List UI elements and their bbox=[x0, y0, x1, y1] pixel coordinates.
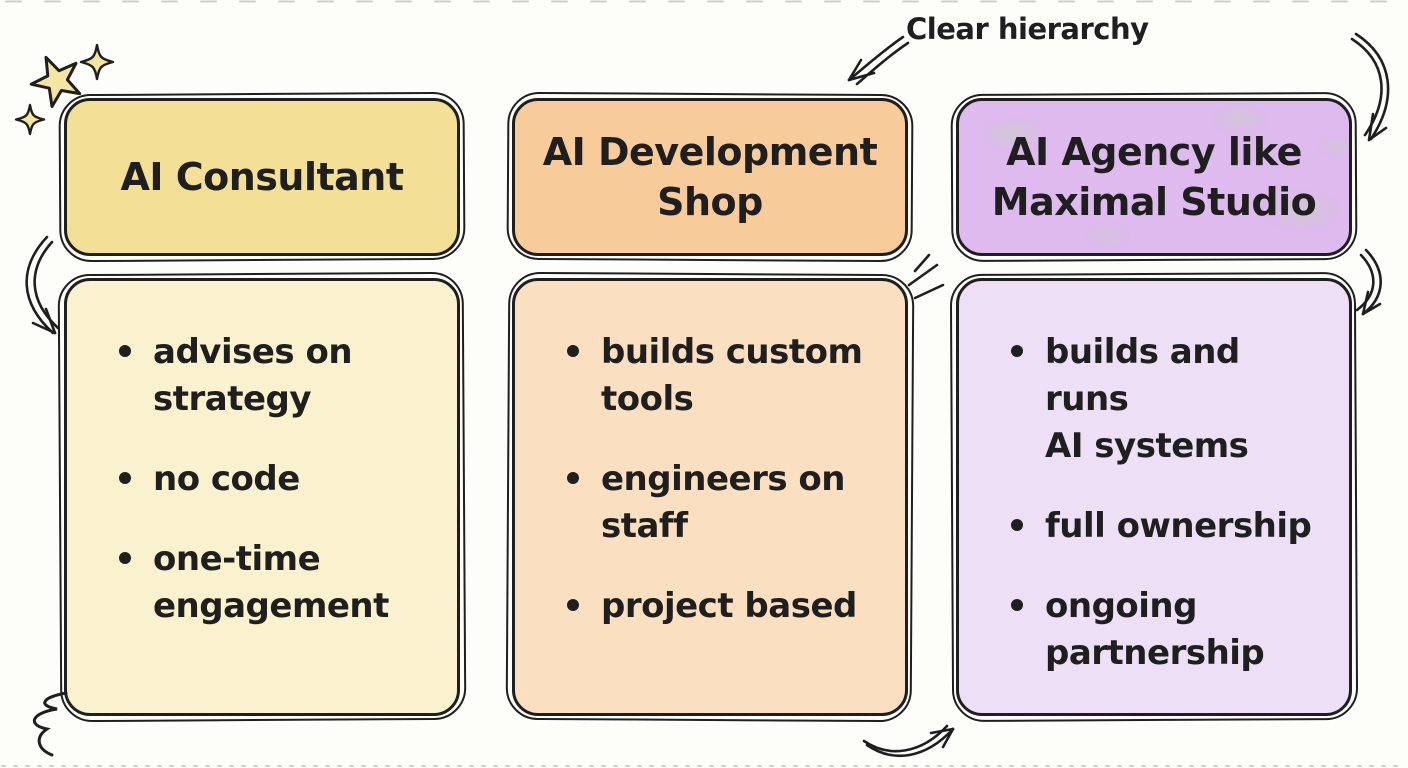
top-right-arrow-icon bbox=[1350, 32, 1390, 142]
ai-agency-bullet-list: builds and runs AI systems full ownershi… bbox=[959, 281, 1349, 676]
bullet-item: builds custom tools bbox=[567, 329, 883, 423]
clear-hierarchy-arrow-icon bbox=[847, 35, 910, 86]
ai-development-shop-header-box: AI Development Shop bbox=[512, 98, 908, 256]
bullet-item: one-time engagement bbox=[119, 536, 435, 630]
star-icon bbox=[29, 55, 82, 108]
bullet-item: project based bbox=[567, 583, 883, 630]
ai-development-shop-title: AI Development Shop bbox=[542, 129, 878, 224]
bullet-item: advises on strategy bbox=[119, 329, 435, 423]
bullet-item: builds and runs AI systems bbox=[1011, 329, 1327, 470]
ai-agency-title: AI Agency like Maximal Studio bbox=[991, 129, 1317, 224]
ai-consultant-bullet-list: advises on strategy no code one-time eng… bbox=[67, 281, 457, 630]
right-mid-arrow-icon bbox=[1355, 248, 1382, 316]
ai-consultant-title: AI Consultant bbox=[120, 154, 404, 199]
clear-hierarchy-label: Clear hierarchy bbox=[906, 12, 1149, 46]
ai-development-shop-body-box: builds custom tools engineers on staff p… bbox=[512, 278, 908, 716]
left-arrow-icon bbox=[25, 235, 60, 335]
ai-consultant-header-box: AI Consultant bbox=[64, 98, 460, 256]
bullet-item: ongoing partnership bbox=[1011, 583, 1327, 677]
bullet-item: full ownership bbox=[1011, 503, 1327, 550]
bullet-item: engineers on staff bbox=[567, 456, 883, 550]
ai-agency-body-box: builds and runs AI systems full ownershi… bbox=[956, 278, 1352, 716]
emphasis-dashes-icon bbox=[907, 253, 945, 300]
ai-agency-header-box: AI Agency like Maximal Studio bbox=[956, 98, 1352, 256]
ai-development-shop-bullet-list: builds custom tools engineers on staff p… bbox=[515, 281, 905, 630]
bullet-item: no code bbox=[119, 456, 435, 503]
scribble-icon bbox=[33, 691, 68, 757]
ai-consultant-body-box: advises on strategy no code one-time eng… bbox=[64, 278, 460, 716]
bottom-arrow-icon bbox=[862, 724, 955, 758]
